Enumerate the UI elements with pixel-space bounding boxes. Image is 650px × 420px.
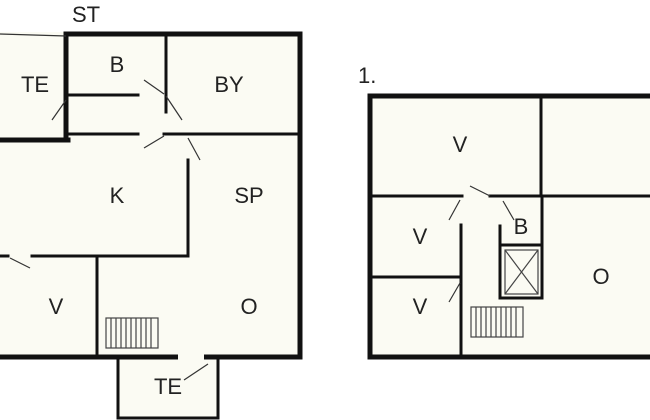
ground-floor-plan: ST TE B BY K SP V O TE [0,2,303,420]
label-te-left: TE [21,72,49,97]
ground-staircase [105,317,159,349]
label-v-mid: V [413,224,428,249]
label-te-bottom: TE [154,374,182,399]
label-by: BY [214,72,244,97]
label-b-first: B [514,214,529,239]
shaft [504,249,539,295]
ground-outer-wall [0,31,303,360]
first-floor-plan: 1. [358,63,650,360]
label-v-top: V [453,132,468,157]
label-v-bottom: V [413,294,428,319]
first-outer-wall [367,93,650,360]
label-k: K [110,183,125,208]
label-sp: SP [234,183,263,208]
label-st: ST [72,2,100,27]
label-b: B [110,52,125,77]
first-staircase [470,306,524,338]
label-v: V [49,294,64,319]
label-o-first: O [592,264,609,289]
label-o: O [240,294,257,319]
first-floor-heading: 1. [358,63,376,88]
